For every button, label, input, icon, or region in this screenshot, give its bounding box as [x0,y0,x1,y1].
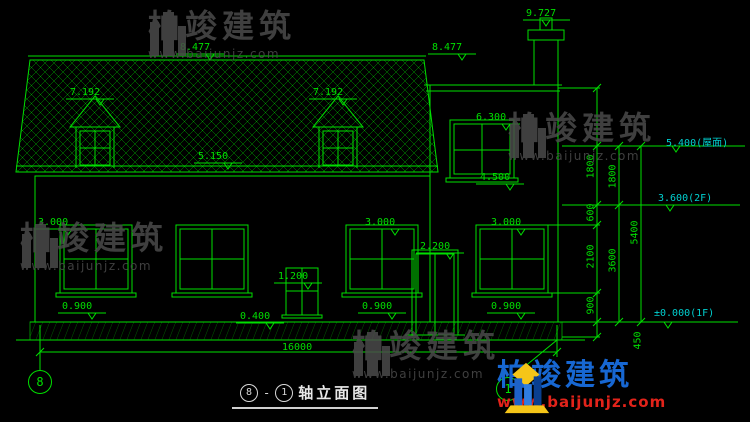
watermark-logo-icon [510,114,546,158]
label-plinth: 0.400 [240,311,271,322]
label-eave: 5.150 [198,151,229,162]
title-separator: - [263,385,271,400]
label-small-window: 1.200 [278,271,309,282]
axis-bubble-left: 8 [28,370,52,394]
window-3 [341,224,423,298]
drawing-title: 8 - 1 轴立面图 [232,382,379,409]
label-elevation-roof: 5.400(屋面) [666,138,729,149]
label-elevation-ground: ±0.000(1F) [654,308,715,319]
plinth-base [16,321,585,341]
watermark-logo-icon [150,12,186,56]
label-elevation-2f: 3.600(2F) [658,193,713,204]
watermark-logo-icon [22,224,58,268]
window-small [281,267,323,319]
label-window-2f-top: 6.300 [476,112,507,123]
label-ridge-left: 8.477 [180,42,211,53]
label-sill-1: 0.900 [62,301,93,312]
dormer-left [68,95,122,168]
dimension-bottom [35,325,562,357]
dim-3600: 3600 [607,248,619,273]
window-2 [171,224,253,298]
label-chimney-top: 9.727 [526,8,557,19]
window-4 [471,224,553,298]
label-ridge-right: 8.477 [432,42,463,53]
label-window-top-2: 3.000 [365,217,396,228]
title-text: 轴立面图 [298,384,371,402]
label-window-top-1: 3.000 [38,217,69,228]
dim-450: 450 [632,331,644,350]
dim-900: 900 [585,296,597,315]
dim-2100: 2100 [585,244,597,269]
dim-5400: 5400 [629,220,641,245]
title-axis-right-bubble: 1 [275,383,294,402]
watermark: 柏竣建筑 www.baijunjz.com [20,221,168,272]
elevation-marks [34,19,745,330]
watermark-logo-icon [354,332,390,376]
brand-logo-icon [504,362,550,414]
label-total-width: 16000 [282,342,313,353]
label-door-top: 2.200 [420,241,451,252]
watermark: 柏竣建筑 www.baijunjz.com [148,9,296,60]
watermark: 柏竣建筑 www.baijunjz.com [508,111,656,162]
title-axis-left-bubble: 8 [240,383,258,402]
dim-600: 600 [585,203,597,222]
label-window-2f-sill: 4.500 [480,172,511,183]
window-1 [55,224,137,298]
label-sill-2: 0.900 [362,301,393,312]
brand-footer: 柏竣建筑 www.baijunjz.com [497,360,666,414]
label-window-top-3: 3.000 [491,217,522,228]
label-dormer-left: 7.192 [70,87,101,98]
dimension-right [548,83,742,342]
chimney [527,17,565,86]
label-sill-3: 0.900 [491,301,522,312]
watermark: 柏竣建筑 www.baijunjz.com [352,329,500,380]
label-dormer-right: 7.192 [313,87,344,98]
dormer-right [311,95,365,168]
